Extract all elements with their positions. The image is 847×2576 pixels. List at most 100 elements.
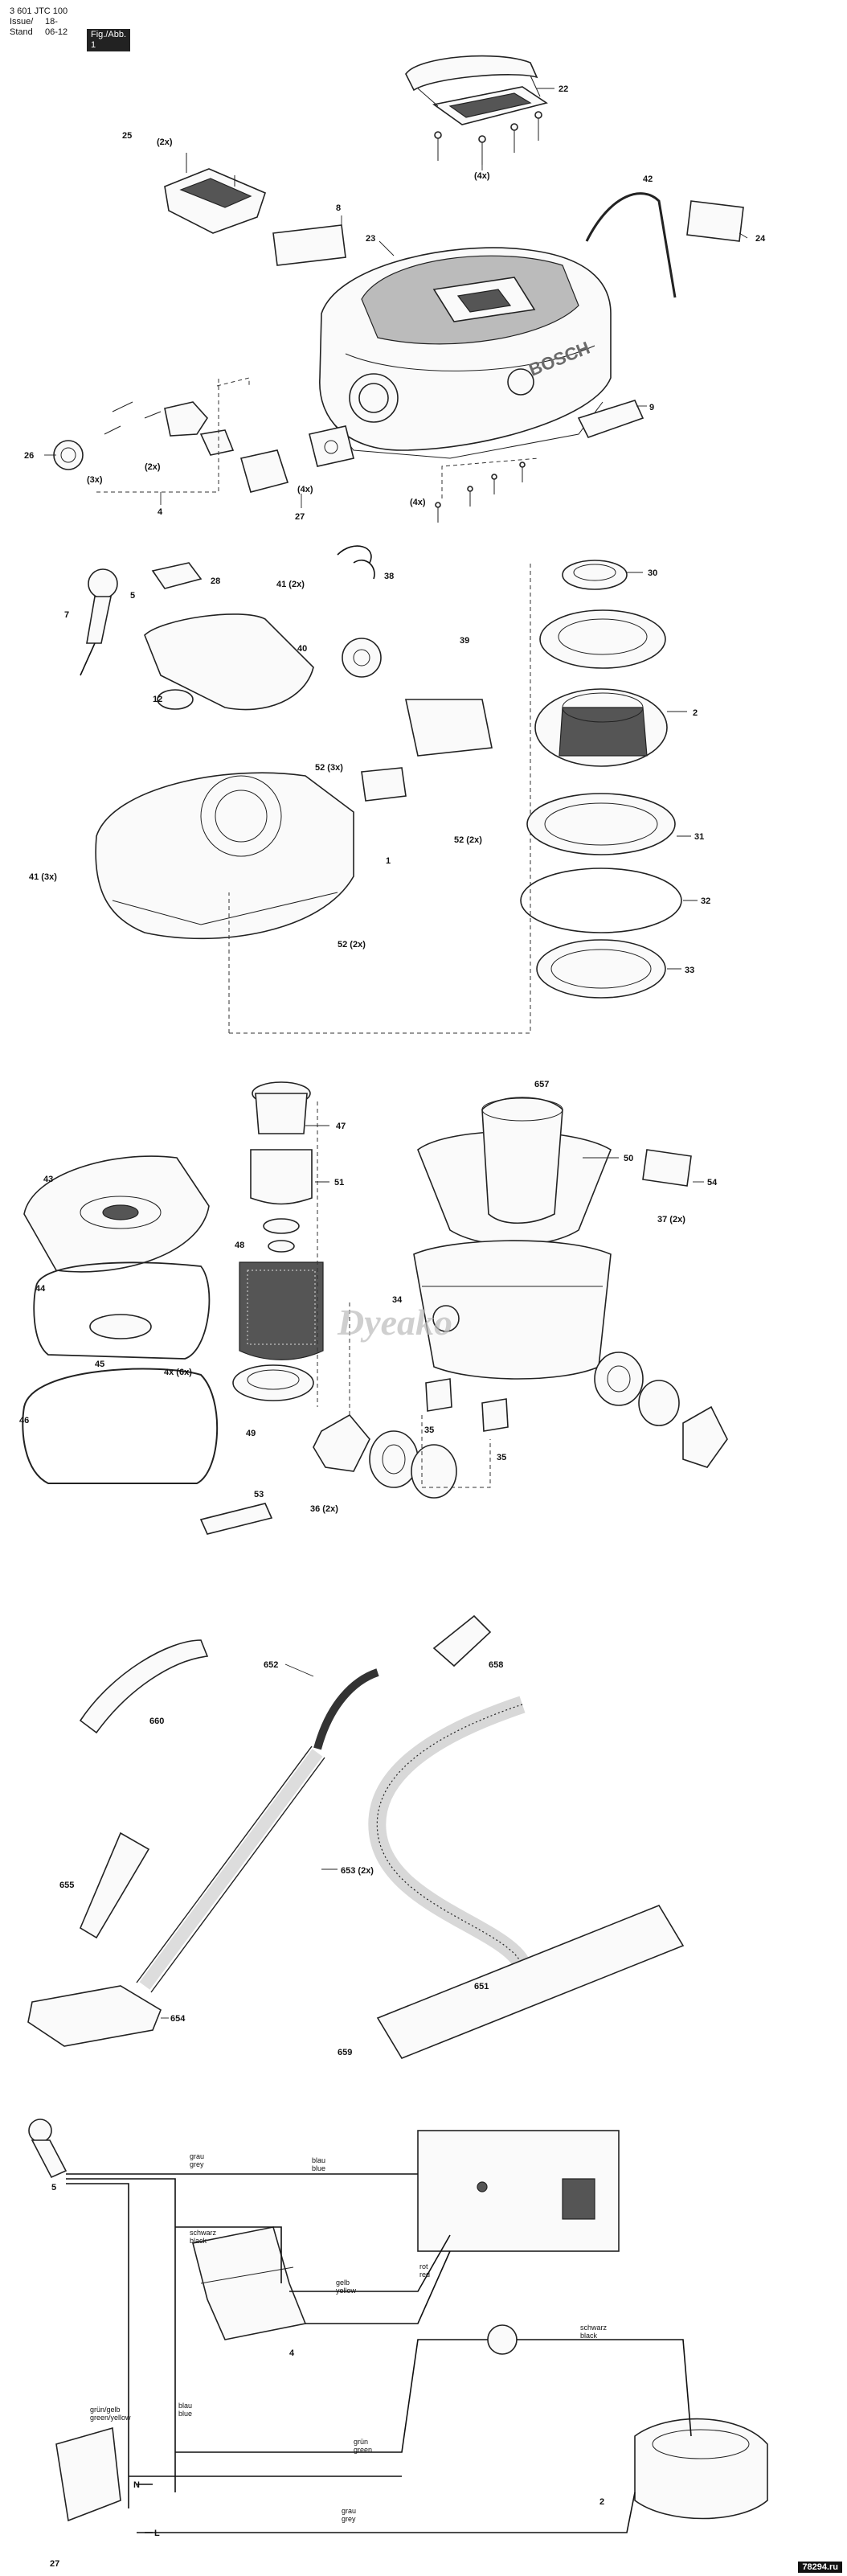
label-1-8: 26 [24,451,34,461]
label-2-14: 41 (3x) [29,872,57,882]
part-floor-nozzle-654 [27,1985,162,2047]
parts-switch-group [53,401,235,470]
label-4-1: 660 [149,1717,164,1726]
label-1-12: 9 [649,403,654,412]
label-5-4: 4 [289,2348,295,2358]
label-5-0: 5 [51,2183,56,2192]
label-3-5: 54 [707,1178,718,1188]
label-2-11: 1 [386,856,391,866]
label-1-10: (2x) [145,462,161,472]
label-2-13: 31 [694,832,704,842]
section-accessories [27,1614,685,2059]
label-3-17: 36 (2x) [310,1504,338,1514]
part-tube-652 [313,1668,379,1750]
label-5-2: L [154,2529,160,2538]
section-wiring [28,2119,768,2533]
part-motor-housing-1 [95,772,354,940]
wire-label-gruen-de: grün [354,2438,368,2446]
label-4-6: 651 [474,1982,489,1991]
stand-label: Stand [10,27,33,37]
part-adaptor-658 [432,1614,492,1667]
label-1-14: 27 [295,512,305,522]
part-crevice-655 [79,1832,150,1939]
label-4-3: 653 (2x) [341,1866,374,1876]
label-3-11: 45 [95,1360,104,1369]
part-label-8 [272,224,346,266]
part-hoop-42 [585,192,677,298]
label-1-6: 42 [643,174,653,184]
part-hose-660 [79,1639,209,1734]
part-cover-40 [144,613,314,711]
label-3-3: 43 [43,1175,53,1184]
section-motor-housing [80,545,698,1034]
label-2-1: 41 (2x) [276,580,305,589]
label-3-10: 4x (6x) [164,1368,192,1377]
wire-label-grau2-en: grey [342,2515,356,2523]
part-label-24 [686,200,744,242]
document-header: 3 601 JTC 100 Issue/ Stand 18-06-12 Fig.… [10,6,131,51]
part-gasket-46 [22,1368,219,1484]
issue-date: 18-06-12 [45,17,68,37]
label-2-2: 38 [384,572,394,581]
label-4-5: 654 [170,2014,186,2024]
label-2-8: 12 [153,695,162,704]
label-5-5: 2 [599,2497,604,2507]
wire-label-gruengelb-en: green/yellow [90,2414,131,2422]
part-wires-38 [337,545,375,580]
part-lid-43 [23,1155,210,1273]
label-3-13: 35 [497,1453,506,1462]
label-2-7: 39 [460,636,469,646]
label-1-3: (4x) [474,171,490,181]
label-2-4: 7 [64,610,69,620]
label-3-2: 50 [624,1154,633,1163]
label-2-16: 52 (2x) [338,940,366,950]
wire-labels: grau grey blau blue schwarz black gelb y… [90,2152,608,2523]
site-badge: 78294.ru [798,2562,842,2573]
label-3-15: 46 [19,1416,29,1425]
label-1-2: 22 [559,84,568,94]
wire-label-blau2-en: blue [178,2410,192,2418]
part-hose-651 [368,1696,534,2023]
filter-stack [232,1081,324,1401]
label-4-2: 652 [264,1660,278,1670]
motor-stack [520,560,682,999]
wire-label-gelb-de: gelb [336,2279,350,2287]
wire-label-grau1-de: grau [190,2152,204,2160]
label-4-4: 655 [59,1881,74,1890]
part-wand-653 [139,1749,323,1990]
label-1-1: (2x) [157,137,173,147]
wire-label-schwarz1-de: schwarz [190,2229,217,2237]
label-2-17: 33 [685,966,694,975]
wire-label-schwarz1-en: black [190,2237,207,2245]
wire-label-rot-en: red [419,2270,430,2279]
label-1-0: 25 [122,131,132,141]
label-5-1: N [133,2480,140,2490]
part-gasket-44 [33,1261,211,1360]
part-fan-39 [342,638,493,757]
label-3-4: 51 [334,1178,344,1188]
label-2-6: 40 [297,644,307,654]
label-1-15: (4x) [410,498,426,507]
wire-label-schwarz2-en: black [580,2332,598,2340]
screws-housing [435,461,526,523]
wiring-box-27 [55,2426,121,2522]
figure-label: Fig./Abb. 1 [87,29,131,51]
wire-label-gelb-en: yellow [336,2287,357,2295]
wire-label-rot-de: rot [419,2262,428,2270]
part-tank-50 [417,1097,612,1246]
label-2-0: 28 [211,576,220,586]
part-handle [405,55,548,125]
label-3-9: 44 [35,1284,46,1294]
part-plate-27 [239,425,354,493]
part-strip-9 [577,400,644,438]
wire-label-blau2-de: blau [178,2402,192,2410]
wiring-switch [192,2226,307,2340]
wire-label-gruengelb-de: grün/gelb [90,2406,121,2414]
wiring-terminal-motor [487,2324,768,2520]
section-housing-top: BOSCH [44,55,748,523]
label-2-15: 32 [701,896,710,906]
screws-handle [434,111,542,165]
label-2-9: 2 [693,708,698,718]
wiring-plug [28,2119,68,2179]
part-seal-12 [157,689,194,710]
